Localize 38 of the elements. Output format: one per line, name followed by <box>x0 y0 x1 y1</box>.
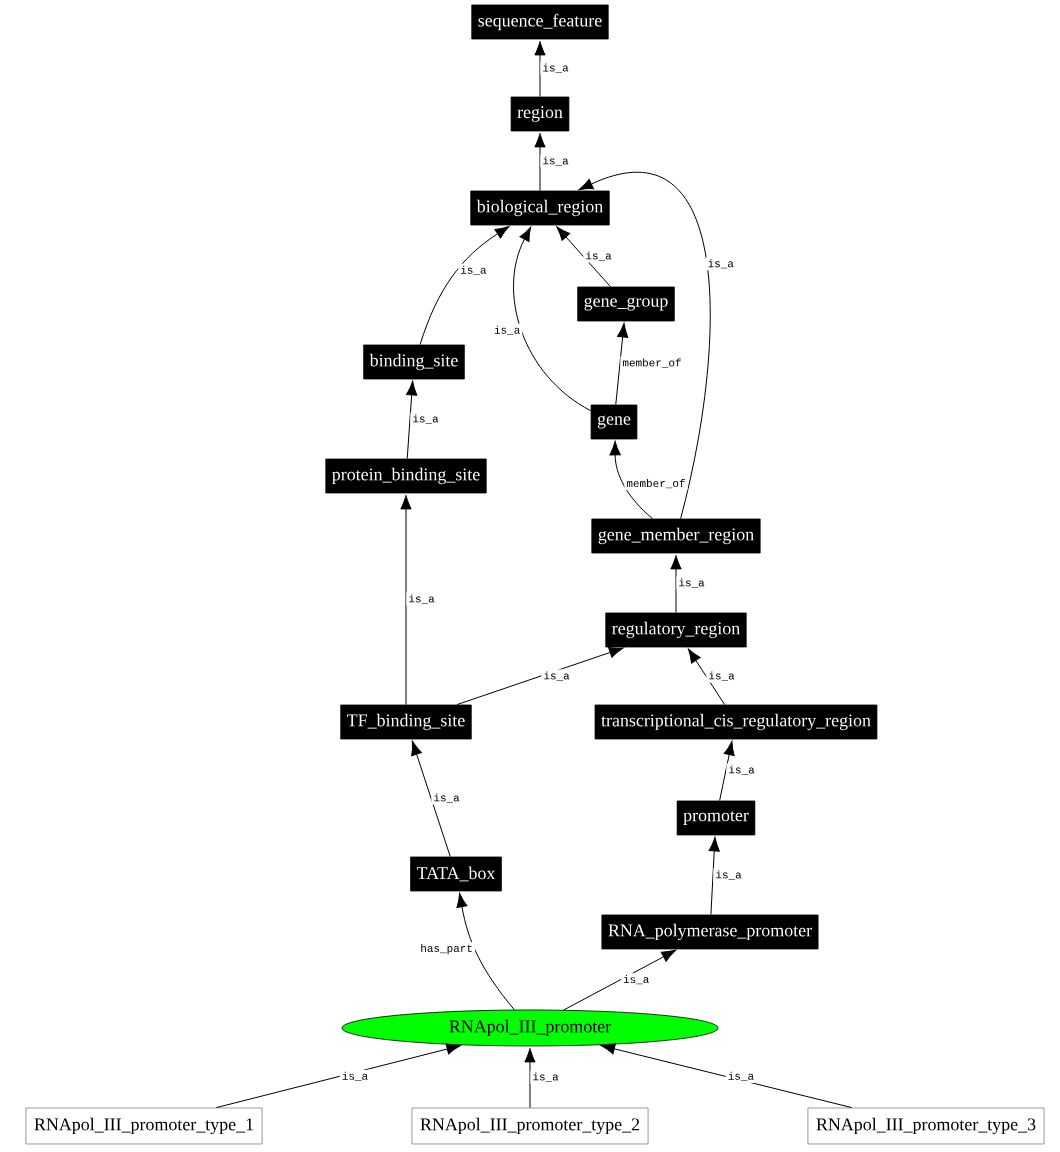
arrow <box>578 172 711 520</box>
arrow <box>524 1047 536 1109</box>
term-box: RNA_polymerase_promoter <box>601 914 819 950</box>
arrow <box>556 226 611 288</box>
arrow <box>400 494 412 706</box>
term-box: protein_binding_site <box>325 458 487 494</box>
child-box: RNApol_III_promoter_type_1 <box>25 1107 263 1145</box>
arrow <box>534 40 546 98</box>
term-box: gene <box>590 404 638 440</box>
child-box: RNApol_III_promoter_type_3 <box>807 1107 1045 1145</box>
arrow <box>411 740 451 858</box>
arrow <box>609 440 653 520</box>
arrow <box>600 1043 853 1109</box>
term-box: region <box>510 96 570 132</box>
arrow <box>215 1043 461 1109</box>
arrow <box>615 322 629 406</box>
arrow <box>513 226 592 412</box>
term-box: regulatory_region <box>605 612 747 648</box>
arrow <box>670 554 682 614</box>
arrow <box>456 892 515 1011</box>
term-box: TF_binding_site <box>340 704 472 740</box>
term-box: sequence_feature <box>471 4 609 40</box>
arrow <box>708 836 720 916</box>
term-box: gene_group <box>577 286 675 322</box>
arrow <box>719 740 735 802</box>
term-box: binding_site <box>363 344 465 380</box>
term-box: TATA_box <box>410 856 502 892</box>
term-box: gene_member_region <box>591 518 761 554</box>
term-box: biological_region <box>470 190 610 226</box>
arrow <box>419 226 510 346</box>
term-box: transcriptional_cis_regulatory_region <box>594 704 878 740</box>
arrow <box>687 648 726 706</box>
child-box: RNApol_III_promoter_type_2 <box>411 1107 649 1145</box>
arrow <box>456 647 624 706</box>
arrow <box>406 380 418 460</box>
term-box: promoter <box>676 800 756 836</box>
arrow <box>563 949 677 1011</box>
arrow <box>534 132 546 192</box>
